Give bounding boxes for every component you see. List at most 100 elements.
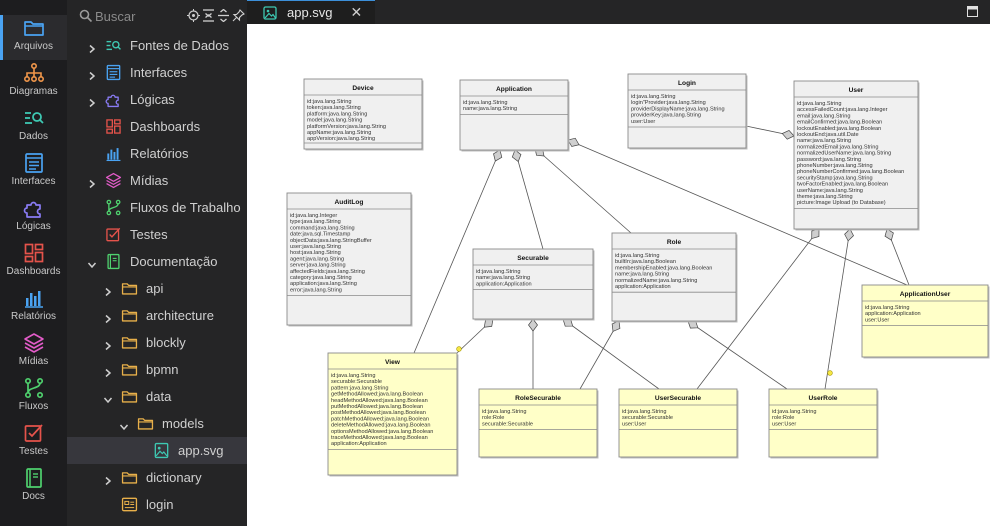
uml-class-userrole[interactable]: UserRoleid:java.lang.Stringrole:Roleuser… — [768, 388, 879, 459]
class-name: RoleSecurable — [515, 395, 561, 402]
tree-item[interactable]: blockly — [67, 329, 247, 356]
tree-item-label: Relatórios — [130, 146, 189, 161]
tree-item[interactable]: Mídias — [67, 167, 247, 194]
spacer — [87, 149, 97, 159]
test-icon — [23, 420, 45, 444]
tree-item[interactable]: architecture — [67, 302, 247, 329]
connection-handle-icon[interactable] — [456, 346, 462, 352]
chevron-right-icon — [87, 176, 97, 188]
tree-item[interactable]: data — [67, 383, 247, 410]
uml-class-rolesecurable[interactable]: RoleSecurableid:java.lang.Stringrole:Rol… — [478, 388, 599, 459]
file-explorer: Fontes de DadosInterfacesLógicasDashboar… — [67, 0, 247, 526]
class-field: application:Application — [331, 441, 387, 447]
tree-item-label: Testes — [130, 227, 168, 242]
class-field: name:java.lang.String — [463, 106, 517, 112]
spacer — [103, 500, 113, 510]
uml-class-login[interactable]: Loginid:java.lang.Stringlogin"Provider:j… — [627, 73, 748, 150]
expand-all-icon[interactable] — [217, 9, 230, 22]
activity-folder[interactable]: Arquivos — [0, 15, 67, 60]
activity-test[interactable]: Testes — [0, 420, 67, 465]
class-field: providerDisplayName:java.lang.String — [631, 106, 725, 112]
tab-app-svg[interactable]: app.svg ✕ — [247, 0, 375, 24]
activity-book[interactable]: Docs — [0, 465, 67, 510]
class-field: role:Role — [482, 415, 504, 421]
tree-item-label: bpmn — [146, 362, 179, 377]
uml-class-applicationuser[interactable]: ApplicationUserid:java.lang.Stringapplic… — [861, 284, 990, 359]
activity-label: Diagramas — [9, 86, 58, 97]
activity-interface[interactable]: Interfaces — [0, 150, 67, 195]
chevron-right-icon — [103, 284, 113, 296]
activity-flow[interactable]: Fluxos — [0, 375, 67, 420]
uml-class-user[interactable]: Userid:java.lang.StringaccessFailedCount… — [793, 80, 920, 231]
layers-icon — [105, 172, 122, 189]
uml-class-usersecurable[interactable]: UserSecurableid:java.lang.Stringsecurabl… — [618, 388, 739, 459]
uml-class-auditlog[interactable]: AuditLogid:java.lang.Integertype:java.la… — [286, 192, 413, 327]
tree-item-label: Lógicas — [130, 92, 175, 107]
tab-close-button[interactable]: ✕ — [350, 4, 363, 20]
search-bar — [67, 0, 247, 32]
connection-handle-icon[interactable] — [827, 370, 833, 376]
tree-item[interactable]: login — [67, 491, 247, 518]
search-icon — [79, 9, 93, 23]
search-input[interactable] — [95, 5, 183, 27]
tree-item-label: dictionary — [146, 470, 202, 485]
uml-class-device[interactable]: Deviceid:java.lang.Stringtoken:java.lang… — [303, 78, 424, 151]
pin-icon[interactable] — [232, 9, 245, 22]
uml-class-role[interactable]: Roleid:java.lang.StringbuiltIn:java.lang… — [611, 232, 738, 323]
tree-item[interactable]: Documentação — [67, 248, 247, 275]
chevron-right-icon — [103, 311, 113, 323]
tree-item[interactable]: bpmn — [67, 356, 247, 383]
association-line — [687, 320, 788, 390]
tree-item[interactable]: Dashboards — [67, 113, 247, 140]
tree-item[interactable]: models — [67, 410, 247, 437]
activity-puzzle[interactable]: Lógicas — [0, 195, 67, 240]
uml-class-securable[interactable]: Securableid:java.lang.Stringname:java.la… — [472, 248, 595, 321]
class-field: builtIn:java.lang.Boolean — [615, 259, 676, 265]
tree-item[interactable]: Lógicas — [67, 86, 247, 113]
tree-item[interactable]: dictionary — [67, 464, 247, 491]
tree-item[interactable]: app.svg — [67, 437, 247, 464]
tree-item[interactable]: Relatórios — [67, 140, 247, 167]
class-field: appName:java.lang.String — [307, 130, 371, 136]
activity-layers[interactable]: Mídias — [0, 330, 67, 375]
class-field: date:java.sql.Timestamp — [290, 232, 350, 238]
class-field: platformVersion:java.lang.String — [307, 124, 386, 130]
association-line — [514, 149, 544, 250]
class-field: phoneNumberConfirmed:java.lang.Boolean — [797, 169, 904, 175]
tree-item-label: login — [146, 497, 174, 512]
locate-icon[interactable] — [187, 9, 200, 22]
uml-class-view[interactable]: Viewid:java.lang.Stringsecurable:Securab… — [327, 352, 459, 477]
activity-report[interactable]: Relatórios — [0, 285, 67, 330]
activity-label: Arquivos — [14, 41, 53, 52]
class-name: User — [849, 87, 864, 94]
uml-class-diagram: Deviceid:java.lang.Stringtoken:java.lang… — [286, 73, 990, 477]
test-icon — [105, 226, 122, 243]
class-field: id:java.lang.String — [772, 409, 816, 415]
activity-diagram[interactable]: Diagramas — [0, 60, 67, 105]
activity-data-search[interactable]: Dados — [0, 105, 67, 150]
class-name: Application — [496, 86, 532, 93]
tree-item[interactable]: Fluxos de Trabalho — [67, 194, 247, 221]
collapse-all-icon[interactable] — [202, 9, 215, 22]
activity-dashboard[interactable]: Dashboards — [0, 240, 67, 285]
tree-item[interactable]: Fontes de Dados — [67, 32, 247, 59]
class-field: name:java.lang.String — [797, 138, 851, 144]
tree-item-label: Dashboards — [130, 119, 201, 134]
tree-item[interactable]: api — [67, 275, 247, 302]
aggregation-diamond-icon — [781, 129, 795, 140]
class-field: postMethodAllowed:java.lang.Boolean — [331, 410, 426, 416]
class-field: lockoutEnabled:java.lang.Boolean — [797, 126, 881, 132]
activity-label: Dashboards — [6, 266, 61, 277]
uml-class-application[interactable]: Applicationid:java.lang.Stringname:java.… — [459, 79, 570, 152]
class-box — [768, 388, 878, 458]
data-search-icon — [105, 37, 122, 54]
class-box — [459, 79, 569, 151]
class-field: providerKey:java.lang.String — [631, 113, 701, 119]
tree-item[interactable]: Testes — [67, 221, 247, 248]
toggle-panel-icon[interactable] — [967, 6, 978, 17]
book-icon — [105, 253, 122, 270]
tree-item[interactable]: Interfaces — [67, 59, 247, 86]
class-field: user:User — [772, 421, 796, 427]
class-field: application:Application — [615, 284, 671, 290]
chevron-down-icon — [87, 257, 97, 268]
